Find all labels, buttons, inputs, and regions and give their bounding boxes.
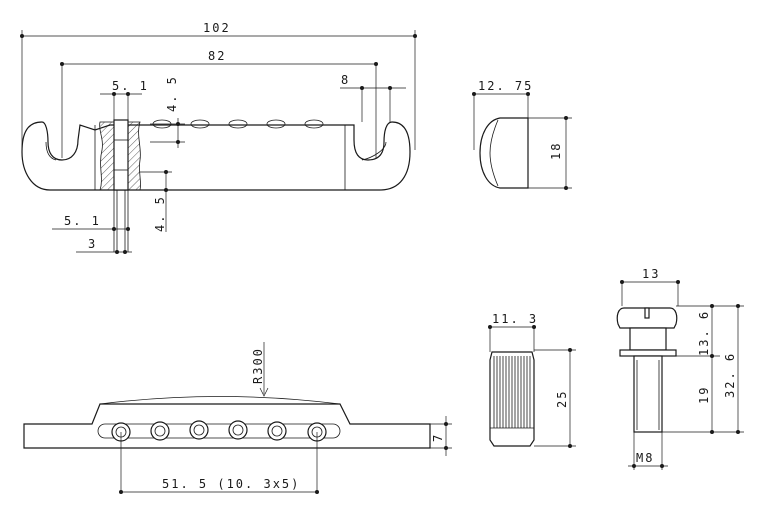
dim-saddle-spacing: 51. 5 (10. 3x5) (119, 432, 319, 494)
svg-text:4. 5: 4. 5 (165, 75, 179, 112)
svg-text:4. 5: 4. 5 (153, 195, 167, 232)
dim-tailpiece-length: 102 (20, 21, 417, 150)
tailpiece-body (21, 121, 411, 191)
svg-text:18: 18 (549, 142, 563, 160)
svg-text:25: 25 (555, 390, 569, 408)
dim-bridge-height: 7 (430, 416, 452, 456)
dim-stud-spacing: 82 (60, 49, 378, 158)
stud-bolt (616, 307, 678, 433)
svg-text:R300: R300 (251, 347, 265, 384)
svg-text:32. 6: 32. 6 (723, 352, 737, 398)
dim-thread-length: 19 (662, 356, 720, 434)
svg-text:11. 3: 11. 3 (492, 312, 538, 326)
svg-text:102: 102 (203, 21, 231, 35)
dim-hole-drop: 4. 5 (150, 75, 185, 148)
dim-stud-slot: 8 (340, 73, 406, 122)
dim-shaft-diameter: 3 (76, 237, 132, 254)
svg-text:7: 7 (431, 433, 445, 442)
dim-insert-width: 5. 1 (100, 79, 149, 122)
svg-text:13: 13 (642, 267, 660, 281)
svg-text:5. 1: 5. 1 (64, 214, 101, 228)
svg-text:82: 82 (208, 49, 226, 63)
tailpiece-end-view (479, 117, 529, 189)
dim-collar-diameter: 5. 1 (52, 214, 130, 231)
dim-radius: R300 (251, 342, 269, 397)
svg-text:M8: M8 (636, 451, 654, 465)
svg-text:12. 75: 12. 75 (478, 79, 533, 93)
dim-wheel-width: 11. 3 (488, 312, 538, 352)
svg-text:19: 19 (697, 386, 711, 404)
tailpiece-front-view (21, 119, 411, 252)
dim-wheel-height: 25 (534, 348, 576, 448)
dim-head-height: 13. 6 (676, 304, 720, 358)
svg-text:5. 1: 5. 1 (112, 79, 149, 93)
svg-text:51. 5 (10. 3x5): 51. 5 (10. 3x5) (162, 477, 300, 491)
bridge-front-view (23, 396, 431, 449)
svg-text:3: 3 (88, 237, 97, 251)
dim-head-width: 13 (620, 267, 680, 306)
thumb-wheel (489, 351, 535, 447)
svg-text:13. 6: 13. 6 (697, 310, 711, 356)
dim-total-height: 32. 6 (720, 304, 744, 434)
dim-thread-size: M8 (628, 432, 668, 470)
dim-end-width: 12. 75 (472, 79, 533, 150)
dim-lower-height: 4. 5 (140, 170, 172, 232)
dim-end-height: 18 (528, 116, 572, 190)
svg-text:8: 8 (341, 73, 350, 87)
